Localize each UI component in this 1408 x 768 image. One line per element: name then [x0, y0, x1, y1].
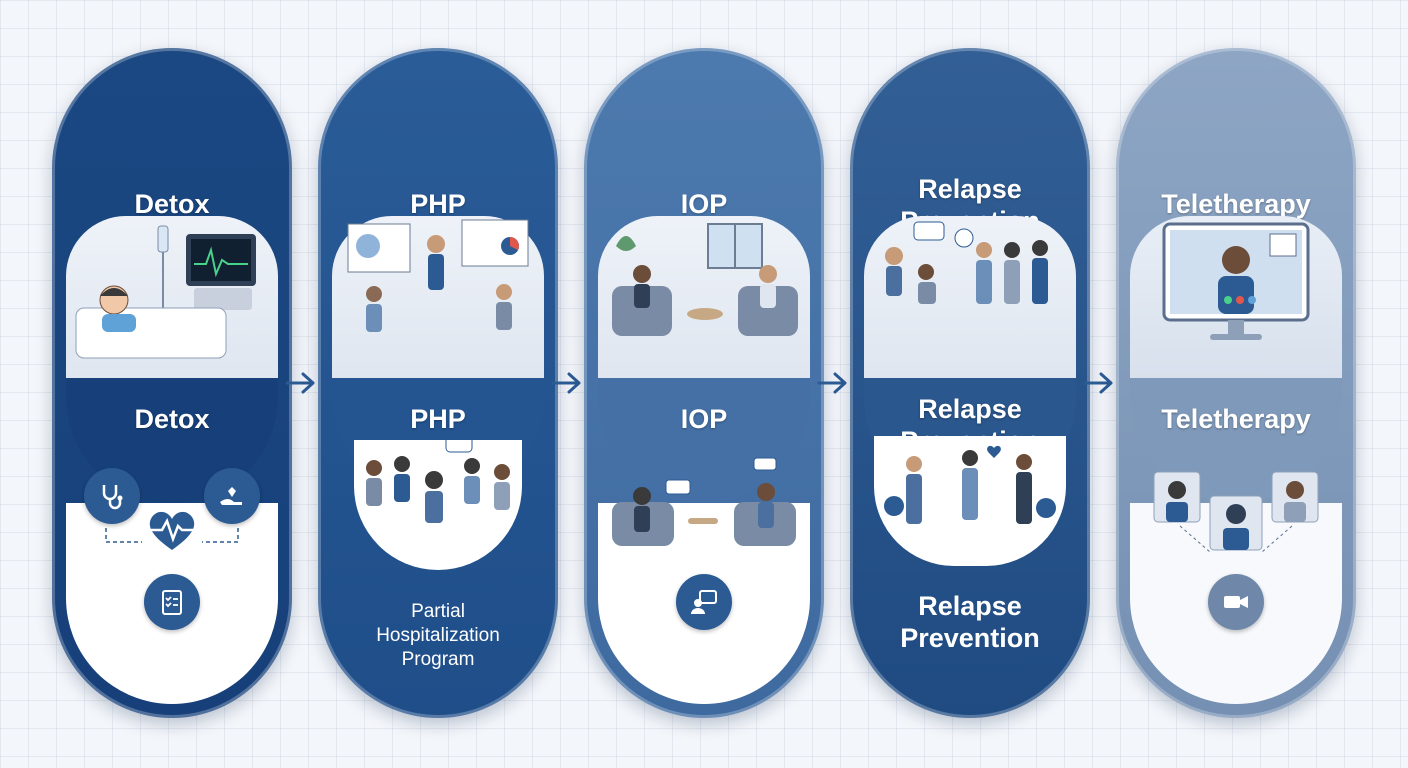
stage-title-top: Detox	[134, 189, 210, 219]
scene-group-circle	[354, 435, 522, 570]
stage-title-top: PHP	[410, 189, 466, 219]
video-camera-icon	[1208, 574, 1264, 630]
scene-therapy-room	[598, 216, 810, 381]
stage-description: Partial Hospitalization Program	[376, 601, 500, 670]
stage-title-mid: Teletherapy	[1161, 404, 1311, 434]
stage-pill-relapse-prevention: Relapse Prevention Relapse Prevention	[850, 48, 1090, 718]
dashed-connector	[105, 528, 239, 543]
scene-support-group	[864, 216, 1076, 381]
stage-pill-iop: IOP IOP	[584, 48, 824, 718]
stage-description: Relapse Prevention	[900, 591, 1040, 653]
scene-peer-support	[874, 436, 1066, 566]
stage-pill-detox: Detox Detox	[52, 48, 292, 718]
scene-classroom-presentation	[332, 216, 544, 381]
stage-title-top: Teletherapy	[1161, 189, 1311, 219]
stage-title-mid: IOP	[680, 404, 728, 434]
stage-title-mid: Detox	[134, 404, 210, 434]
heartbeat-icon	[148, 511, 196, 550]
arrow-right-icon	[551, 372, 581, 394]
arrow-right-icon	[817, 372, 847, 394]
stage-pill-php: PHP PHP	[318, 48, 558, 718]
stethoscope-icon	[84, 468, 140, 524]
chat-person-icon	[676, 574, 732, 630]
scene-counseling-session	[608, 440, 800, 560]
scene-hospital-bed-monitor	[66, 216, 278, 381]
scene-remote-participants	[1140, 466, 1332, 556]
scene-video-call-monitor	[1130, 216, 1342, 381]
stage-pill-teletherapy: Teletherapy Teletherapy	[1116, 48, 1356, 718]
clipboard-checklist-icon	[144, 574, 200, 630]
stage-title-top: IOP	[680, 189, 728, 219]
caring-hand-icon	[204, 468, 260, 524]
arrow-right-icon	[285, 372, 315, 394]
arrow-right-icon	[1083, 372, 1113, 394]
stage-title-mid: PHP	[410, 404, 466, 434]
